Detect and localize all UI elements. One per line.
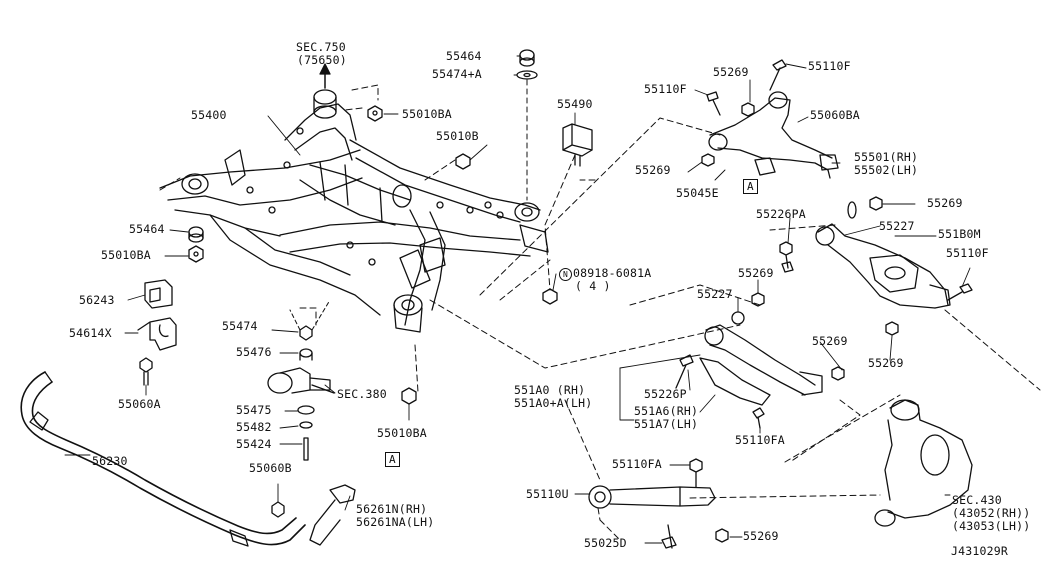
part-54614x-label: 54614X [69, 326, 112, 340]
nut-part-number: 08918-6081A [573, 266, 652, 280]
part-56230-label: 56230 [92, 454, 128, 468]
toe-rod-drawing [588, 458, 716, 549]
part-55476-label: 55476 [236, 345, 272, 359]
part-55464-left-label: 55464 [129, 222, 165, 236]
part-55269-lower-right-label: 55269 [868, 356, 904, 370]
lower-arm-drawing [815, 223, 951, 309]
part-55045e-label: 55045E [676, 186, 719, 200]
upper-arm-drawing [708, 91, 839, 179]
part-55475-label: 55475 [236, 403, 272, 417]
part-55227-mid-label: 55227 [697, 287, 733, 301]
part-55110f-left-label: 55110F [644, 82, 687, 96]
part-551a0-label: 551A0 (RH) 551A0+A(LH) [514, 383, 593, 410]
part-551a6-label: 551A6(RH) 551A7(LH) [634, 404, 699, 431]
leader-lines [64, 55, 971, 544]
lower-link-drawing [699, 324, 823, 406]
part-55010ba-bottom-label: 55010BA [377, 426, 427, 440]
part-55474a-label: 55474+A [432, 67, 482, 81]
sec-430-label: SEC.430 (43052(RH)) (43053(LH)) [952, 493, 1031, 533]
part-56261n-label: 56261N(RH) 56261NA(LH) [356, 502, 435, 529]
nut-quantity-label: ( 4 ) [575, 279, 611, 293]
sec-380-label: SEC.380 [337, 387, 387, 401]
subframe-drawing [159, 89, 549, 333]
part-551b0m-label: 551B0M [938, 227, 981, 241]
part-55110f-upper-label: 55110F [808, 59, 851, 73]
part-55010ba-top-label: 55010BA [402, 107, 452, 121]
knuckle-drawing [874, 399, 973, 527]
n-circle-icon: N [559, 268, 572, 281]
part-55424-label: 55424 [236, 437, 272, 451]
part-55060ba-label: 55060BA [810, 108, 860, 122]
stabilizer-bar-drawing [20, 371, 306, 547]
part-55010ba-left-label: 55010BA [101, 248, 151, 262]
part-55269-rod-label: 55269 [812, 334, 848, 348]
part-55501-label: 55501(RH) 55502(LH) [854, 150, 919, 177]
part-55227-right-label: 55227 [879, 219, 915, 233]
frame-marker-a-right: A [743, 179, 758, 194]
part-55110fa-upper-label: 55110FA [612, 457, 662, 471]
part-55110f-right-label: 55110F [946, 246, 989, 260]
sec-750-label: SEC.750 [296, 40, 346, 54]
diagram-id-label: J431029R [951, 544, 1008, 558]
sec-750-ref-label: (75650) [297, 53, 347, 67]
reference-dashes [159, 84, 1041, 541]
part-55269-right-label: 55269 [927, 196, 963, 210]
part-55269-left-label: 55269 [635, 163, 671, 177]
part-55110fa-lower-label: 55110FA [735, 433, 785, 447]
part-55226pa-label: 55226PA [756, 207, 806, 221]
part-55226p-label: 55226P [644, 387, 687, 401]
part-55060b-label: 55060B [249, 461, 292, 475]
part-55474-label: 55474 [222, 319, 258, 333]
part-55110u-label: 55110U [526, 487, 569, 501]
part-55269-upper-label: 55269 [713, 65, 749, 79]
frame-marker-a-left: A [385, 452, 400, 467]
part-55025d-label: 55025D [584, 536, 627, 550]
part-56243-label: 56243 [79, 293, 115, 307]
part-55490-label: 55490 [557, 97, 593, 111]
part-55400-label: 55400 [191, 108, 227, 122]
mount-bushing-drawing [516, 49, 538, 201]
part-55269-mid-label: 55269 [738, 266, 774, 280]
bracket-55490-drawing [562, 123, 593, 167]
part-55482-label: 55482 [236, 420, 272, 434]
part-55010b-label: 55010B [436, 129, 479, 143]
part-55464-top-label: 55464 [446, 49, 482, 63]
part-55269-toe-label: 55269 [743, 529, 779, 543]
part-55060a-label: 55060A [118, 397, 161, 411]
